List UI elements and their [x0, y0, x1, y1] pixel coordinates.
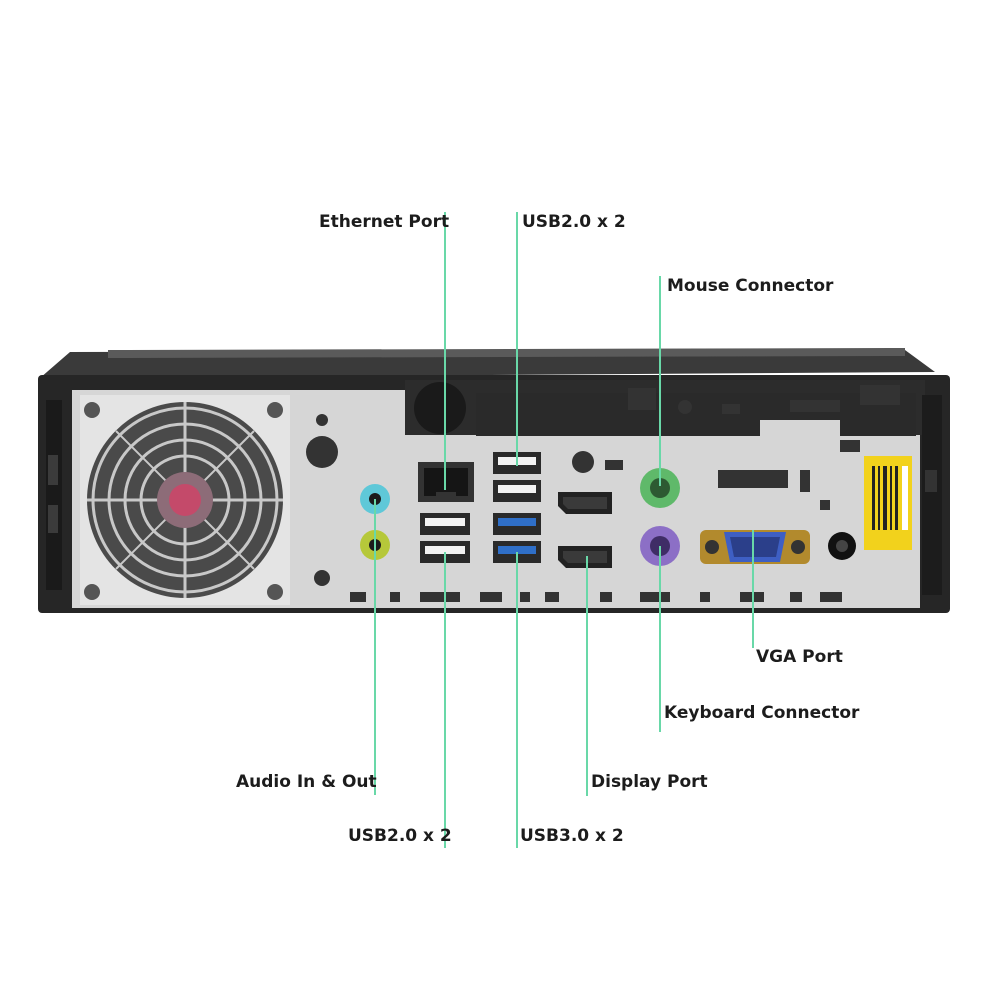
barcode-sticker-icon	[864, 456, 912, 550]
ethernet-icon	[414, 382, 474, 502]
callout-vga-port: VGA Port	[756, 647, 843, 667]
callout-line-audio	[374, 499, 376, 795]
callout-usb30: USB3.0 x 2	[520, 826, 624, 846]
callout-ethernet-port: Ethernet Port	[319, 212, 450, 232]
callout-keyboard-connector: Keyboard Connector	[664, 703, 860, 723]
callout-line-vga	[752, 530, 754, 648]
callout-line-ethernet	[444, 212, 446, 490]
callout-line-display-port	[586, 556, 588, 796]
vga-port-icon	[700, 530, 810, 564]
callout-line-usb30	[516, 552, 518, 848]
callout-line-usb20-top	[516, 212, 518, 466]
callout-display-port: Display Port	[591, 772, 708, 792]
displayport-icon	[558, 451, 612, 568]
callout-mouse-connector: Mouse Connector	[667, 276, 834, 296]
power-jack-icon	[828, 532, 856, 560]
fan-icon	[80, 395, 290, 605]
callout-line-mouse	[659, 276, 661, 486]
callout-audio-in-out: Audio In & Out	[236, 772, 377, 792]
usb-icon	[493, 513, 541, 563]
callout-line-usb20-bottom	[444, 552, 446, 848]
callout-usb20-top: USB2.0 x 2	[522, 212, 626, 232]
callout-usb20-bottom: USB2.0 x 2	[348, 826, 452, 846]
callout-line-keyboard	[659, 546, 661, 732]
